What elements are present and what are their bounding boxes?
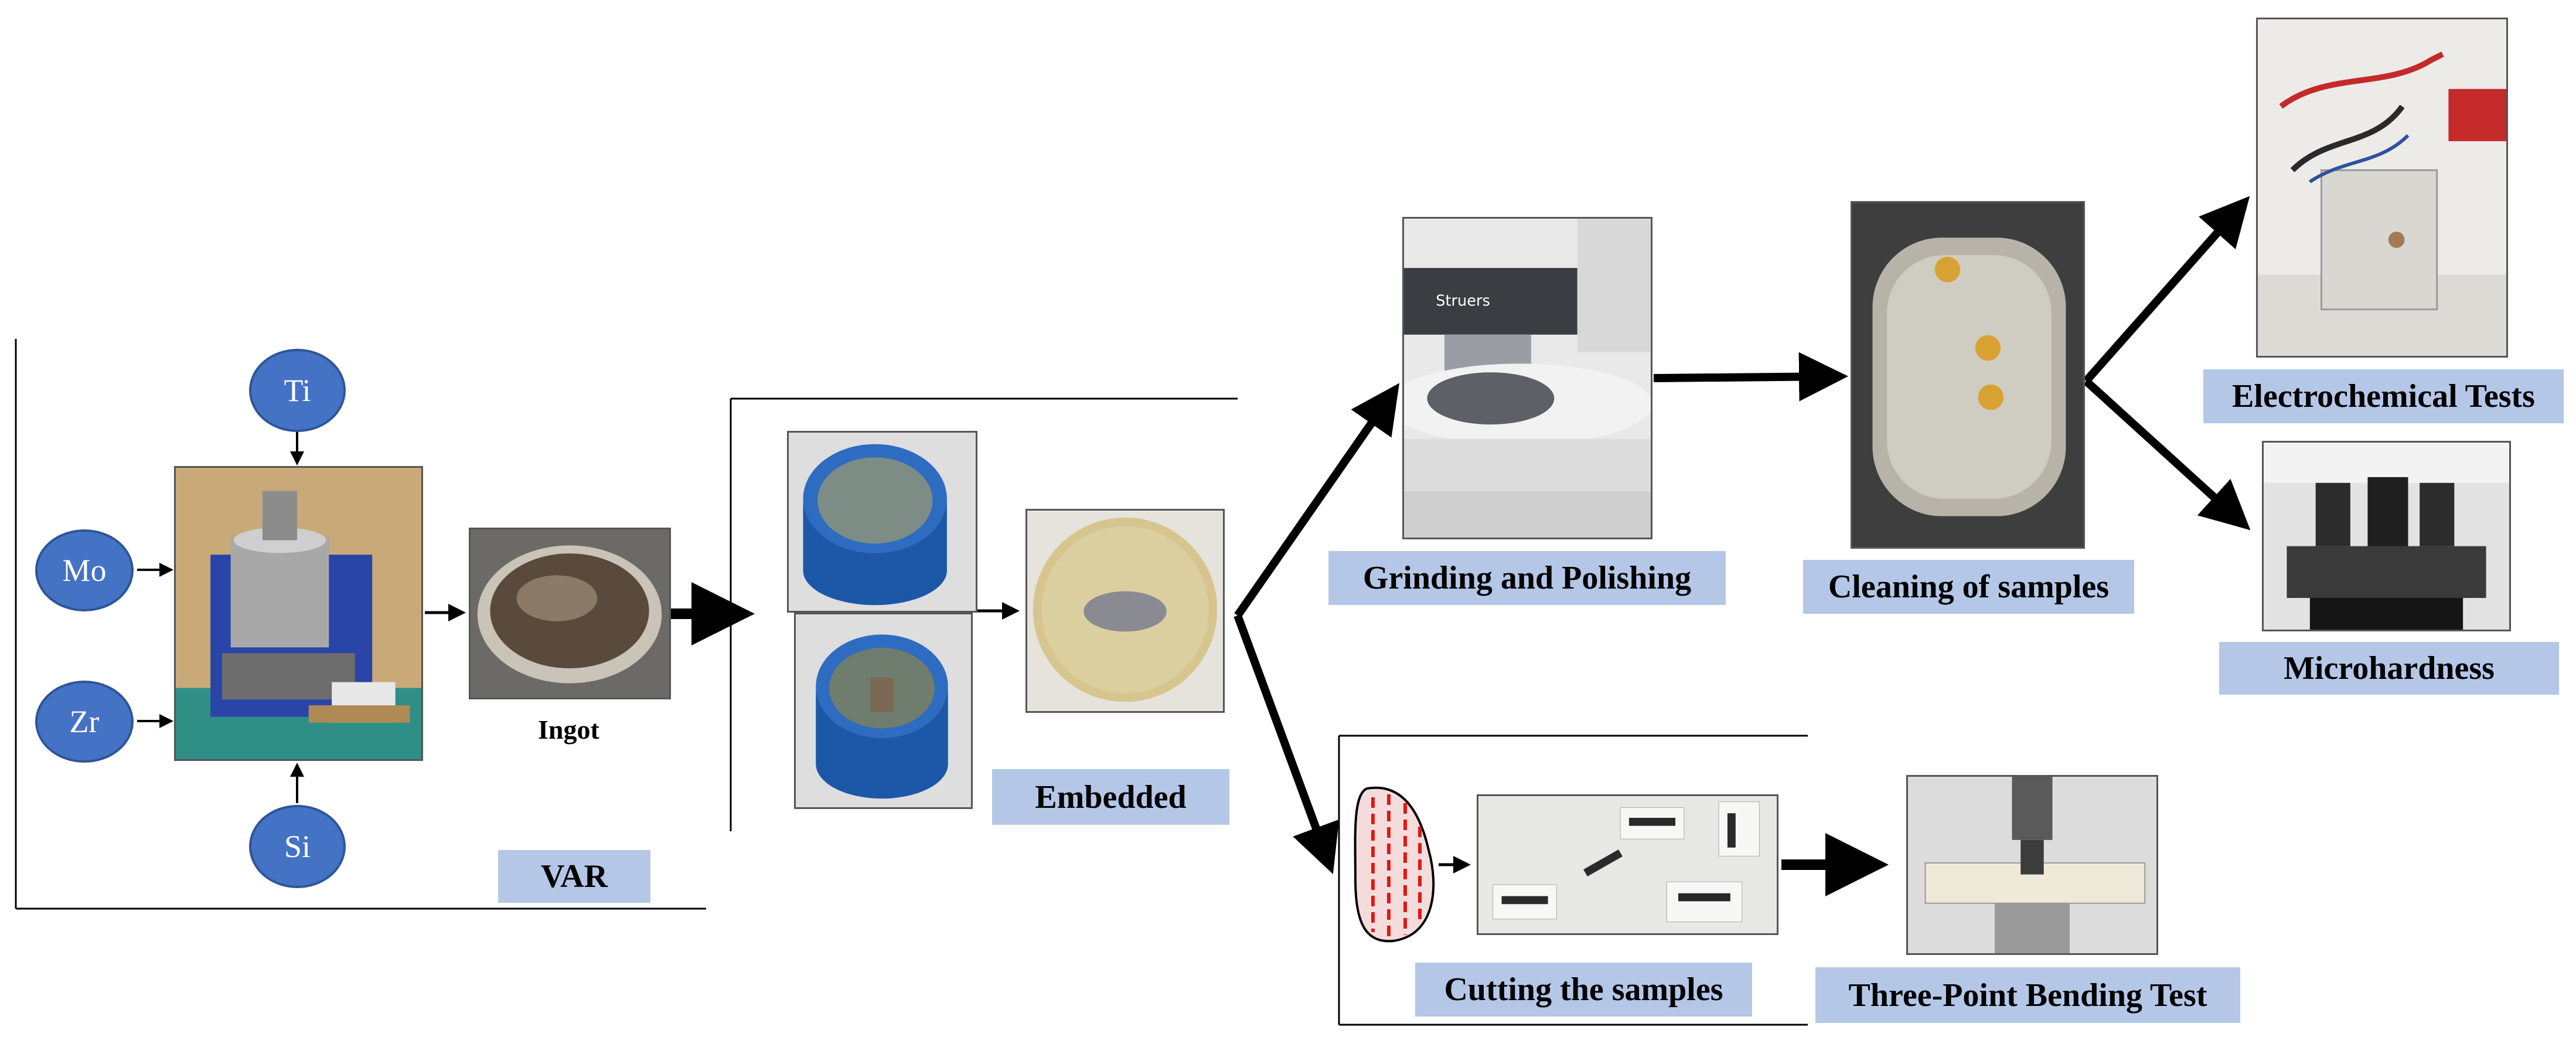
cut-samples-photo xyxy=(1477,794,1778,935)
bending-label: Three-Point Bending Test xyxy=(1815,967,2240,1023)
microhardness-tester-photo xyxy=(2262,441,2511,631)
grinding-polishing-label: Grinding and Polishing xyxy=(1328,551,1726,605)
embedded-label: Embedded xyxy=(992,769,1229,825)
element-mo-label: Mo xyxy=(62,553,107,588)
electrochemical-label: Electrochemical Tests xyxy=(2203,369,2564,423)
embedded-sample-photo xyxy=(1025,509,1225,713)
electrochemical-cell-photo xyxy=(2256,18,2508,358)
element-mo-circle: Mo xyxy=(35,529,134,611)
arrow-embedded-to-cutting xyxy=(1234,614,1340,875)
ingot-photo xyxy=(469,528,671,699)
cleaning-bath-photo xyxy=(1851,201,2085,549)
element-zr-label: Zr xyxy=(69,704,100,739)
arrow-grinding-to-cleaning xyxy=(1653,352,1848,402)
svg-text:Struers: Struers xyxy=(1436,292,1490,310)
cutting-label: Cutting the samples xyxy=(1415,963,1752,1017)
ingot-cut-outline xyxy=(1354,786,1435,943)
microhardness-label: Microhardness xyxy=(2219,642,2559,695)
arrow-cleaning-to-microhardness xyxy=(2083,378,2251,531)
element-ti-label: Ti xyxy=(284,373,311,408)
grinding-machine-photo: Struers xyxy=(1402,217,1652,539)
three-point-bending-photo xyxy=(1906,775,2158,955)
arc-melting-furnace-photo xyxy=(174,466,423,761)
element-zr-circle: Zr xyxy=(35,681,134,763)
arrow-cleaning-to-electrochemical xyxy=(2083,196,2250,384)
element-si-label: Si xyxy=(284,829,311,864)
element-si-circle: Si xyxy=(249,805,346,888)
element-ti-circle: Ti xyxy=(249,349,346,432)
cleaning-label: Cleaning of samples xyxy=(1803,560,2134,614)
ingot-label: Ingot xyxy=(538,715,599,745)
mold-bottom-photo xyxy=(794,613,973,809)
mold-top-photo xyxy=(787,431,977,613)
var-label: VAR xyxy=(498,850,650,903)
arrow-embedded-to-grinding xyxy=(1234,383,1399,618)
